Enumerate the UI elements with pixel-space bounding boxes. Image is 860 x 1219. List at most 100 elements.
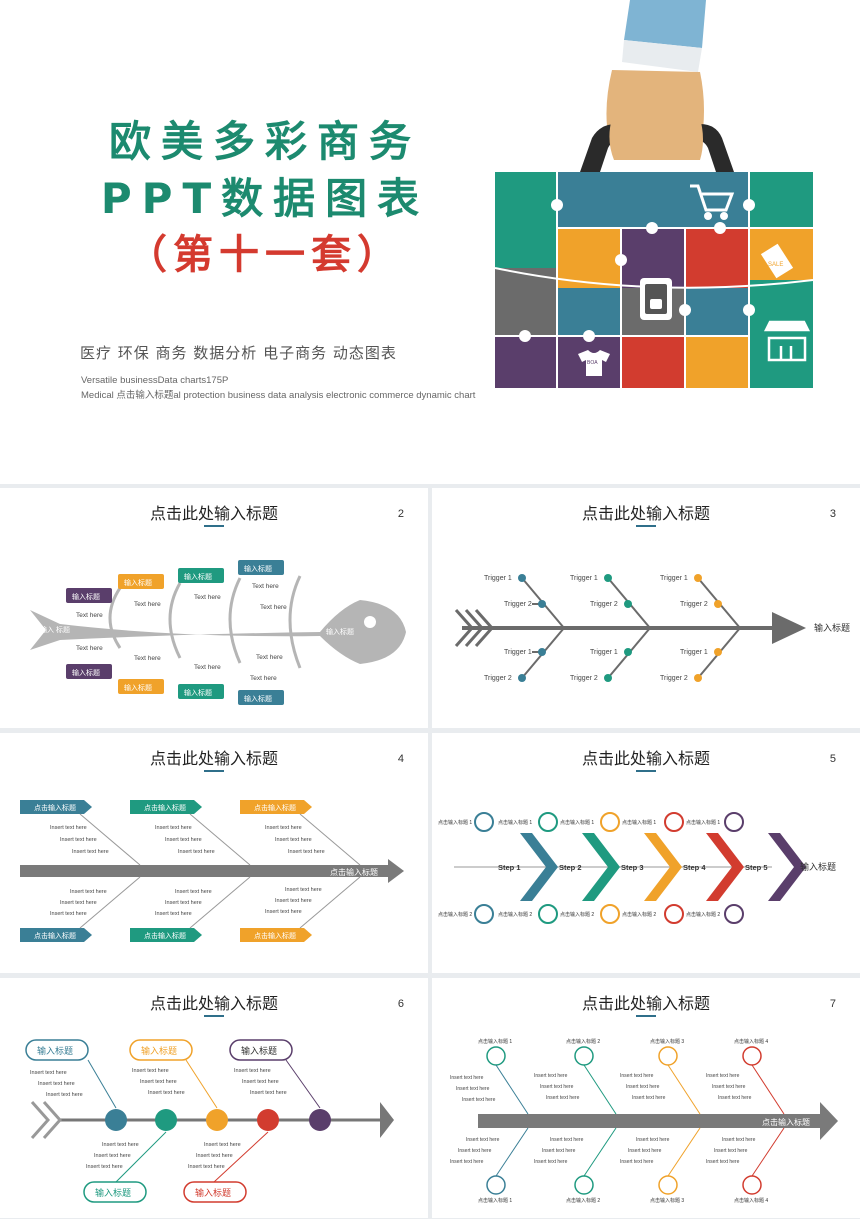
- svg-text:点击输入标题 1: 点击输入标题 1: [498, 819, 532, 826]
- svg-text:Insert text here: Insert text here: [30, 1070, 67, 1076]
- svg-text:Text here: Text here: [194, 594, 221, 601]
- svg-text:Insert text here: Insert text here: [458, 1148, 492, 1154]
- svg-text:Text here: Text here: [134, 655, 161, 662]
- svg-text:Insert text here: Insert text here: [718, 1095, 752, 1101]
- svg-text:Insert text here: Insert text here: [234, 1068, 271, 1074]
- svg-text:Text here: Text here: [252, 583, 279, 590]
- pencil-icon: [155, 1109, 177, 1131]
- svg-text:Text here: Text here: [76, 612, 103, 619]
- cover-en-line1: Versatile businessData charts175P: [81, 375, 229, 386]
- cover-title-line2: PPT数据图表: [100, 174, 430, 223]
- svg-text:Insert text here: Insert text here: [456, 1086, 490, 1092]
- svg-text:Insert text here: Insert text here: [712, 1084, 746, 1090]
- svg-text:Trigger 1: Trigger 1: [504, 649, 532, 656]
- cart-icon: [690, 184, 735, 220]
- bubble-labels: 输入标题 输入标题 输入标题 输入标题 输入标题: [37, 1045, 277, 1198]
- svg-text:Insert text here: Insert text here: [204, 1142, 241, 1148]
- svg-text:输入标题: 输入标题: [244, 694, 272, 703]
- power-icon: [105, 1109, 127, 1131]
- svg-text:Trigger 2: Trigger 2: [504, 601, 532, 608]
- svg-text:Insert text here: Insert text here: [620, 1073, 654, 1079]
- arrow-head: [772, 612, 806, 644]
- folder-icon: [257, 1109, 279, 1131]
- svg-text:点击输入标题 1: 点击输入标题 1: [478, 1038, 512, 1045]
- svg-text:Insert text here: Insert text here: [275, 837, 312, 843]
- end-label: 输入标题: [800, 861, 836, 872]
- chat-icon: [206, 1109, 228, 1131]
- svg-text:BOA: BOA: [587, 360, 598, 366]
- svg-text:Insert text here: Insert text here: [175, 889, 212, 895]
- svg-text:点击输入标题: 点击输入标题: [254, 931, 296, 940]
- svg-text:输入标题: 输入标题: [124, 683, 152, 692]
- svg-text:Trigger 1: Trigger 1: [570, 575, 598, 582]
- svg-text:点击输入标题: 点击输入标题: [254, 803, 296, 812]
- svg-text:Insert text here: Insert text here: [188, 1164, 225, 1170]
- svg-text:Text here: Text here: [194, 664, 221, 671]
- svg-text:Trigger 1: Trigger 1: [680, 649, 708, 656]
- svg-text:Insert text here: Insert text here: [466, 1137, 500, 1143]
- end-label: 输入标题: [814, 622, 850, 633]
- svg-text:点击输入标题 2: 点击输入标题 2: [686, 911, 720, 918]
- svg-text:Insert text here: Insert text here: [534, 1159, 568, 1165]
- svg-text:点击输入标题 1: 点击输入标题 1: [622, 819, 656, 826]
- svg-text:Insert text here: Insert text here: [714, 1148, 748, 1154]
- svg-text:Insert text here: Insert text here: [632, 1095, 666, 1101]
- svg-text:输入标题: 输入标题: [95, 1187, 131, 1198]
- svg-text:输入标题: 输入标题: [141, 1045, 177, 1056]
- svg-text:Insert text here: Insert text here: [534, 1073, 568, 1079]
- svg-text:点击输入标题 4: 点击输入标题 4: [734, 1038, 768, 1045]
- arrow-label: 点击输入标题: [330, 867, 378, 877]
- svg-text:Text here: Text here: [134, 601, 161, 608]
- cuff-icon: [622, 40, 702, 72]
- slide-4[interactable]: 点击此处输入标题 4 点击输入标题 点击输入标题点击输入标题 点击输入标题点击输…: [0, 733, 428, 973]
- sale-tag-icon: SALE: [760, 243, 794, 279]
- store-icon: [763, 320, 811, 362]
- svg-text:Insert text here: Insert text here: [196, 1153, 233, 1159]
- slide-number: 4: [397, 753, 404, 765]
- svg-text:点击输入标题 1: 点击输入标题 1: [478, 1197, 512, 1204]
- svg-text:Insert text here: Insert text here: [140, 1079, 177, 1085]
- svg-text:Step 4: Step 4: [683, 863, 706, 872]
- slide-number: 2: [397, 508, 404, 520]
- svg-text:输入标题: 输入标题: [241, 1045, 277, 1056]
- svg-text:点击输入标题 2: 点击输入标题 2: [566, 1197, 600, 1204]
- svg-text:Insert text here: Insert text here: [540, 1084, 574, 1090]
- svg-text:Insert text here: Insert text here: [636, 1137, 670, 1143]
- svg-text:点击输入标题 2: 点击输入标题 2: [566, 1038, 600, 1045]
- svg-text:Insert text here: Insert text here: [462, 1097, 496, 1103]
- slide-title: 点击此处输入标题: [149, 504, 278, 523]
- svg-text:Insert text here: Insert text here: [60, 837, 97, 843]
- svg-text:Insert text here: Insert text here: [165, 900, 202, 906]
- slide-2[interactable]: 点击此处输入标题 2 输入标题 输入 标题 输入标题 输入标题 输入标题 输入标…: [0, 488, 428, 728]
- svg-text:Insert text here: Insert text here: [38, 1081, 75, 1087]
- svg-text:Insert text here: Insert text here: [706, 1073, 740, 1079]
- svg-text:Trigger 2: Trigger 2: [570, 675, 598, 682]
- svg-text:Insert text here: Insert text here: [242, 1079, 279, 1085]
- svg-text:Insert text here: Insert text here: [288, 849, 325, 855]
- trigger-labels: Trigger 1 Trigger 2 Trigger 1 Trigger 2 Tr…: [484, 575, 708, 682]
- svg-text:Trigger 2: Trigger 2: [484, 675, 512, 682]
- svg-text:Insert text here: Insert text here: [250, 1090, 287, 1096]
- svg-text:Step 1: Step 1: [498, 863, 521, 872]
- svg-text:Trigger 1: Trigger 1: [660, 575, 688, 582]
- svg-text:点击输入标题 2: 点击输入标题 2: [560, 911, 594, 918]
- svg-text:Insert text here: Insert text here: [132, 1068, 169, 1074]
- svg-text:点击输入标题: 点击输入标题: [34, 931, 76, 940]
- svg-text:Insert text here: Insert text here: [70, 889, 107, 895]
- sleeve-icon: [624, 0, 706, 48]
- svg-text:Insert text here: Insert text here: [550, 1137, 584, 1143]
- svg-text:Trigger 2: Trigger 2: [590, 601, 618, 608]
- svg-text:Text here: Text here: [76, 645, 103, 652]
- svg-text:Insert text here: Insert text here: [50, 911, 87, 917]
- slide-title: 点击此处输入标题: [149, 994, 278, 1013]
- svg-text:Trigger 1: Trigger 1: [484, 575, 512, 582]
- slide-6[interactable]: 点击此处输入标题 6 输入标题 输入标题 输入标题 输入标题 输入标题: [0, 978, 428, 1218]
- cover-title-line1: 欧美多彩商务: [108, 117, 421, 166]
- fish-tail-label: 输入 标题: [40, 625, 70, 634]
